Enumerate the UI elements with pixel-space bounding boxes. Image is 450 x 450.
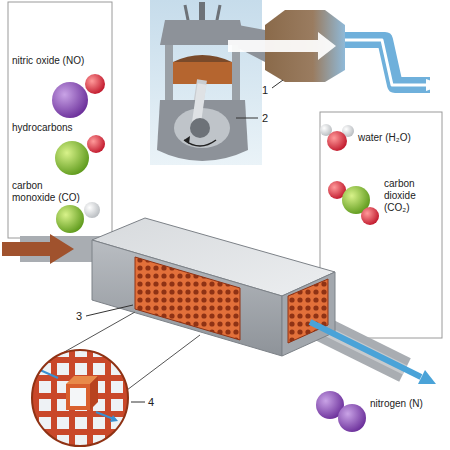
gas-label: nitric oxide (NO) — [12, 55, 106, 67]
gas-label: nitrogen (N) — [370, 398, 423, 410]
callout-number: 4 — [148, 396, 154, 408]
gas-label: carbon dioxide (CO₂) — [384, 178, 438, 214]
input-molecules — [52, 74, 105, 233]
gas-label: hydrocarbons — [12, 122, 106, 134]
callout-number: 2 — [262, 112, 268, 124]
gas-label: carbon monoxide (CO) — [12, 180, 88, 204]
exhaust-line — [228, 10, 443, 91]
engine-cylinder — [150, 0, 265, 165]
gas-label: water (H₂O) — [358, 132, 438, 144]
leader-lines — [86, 80, 283, 402]
callout-number: 1 — [262, 84, 268, 96]
honeycomb-magnifier — [30, 312, 200, 448]
gas-panel: nitric oxide (NO) hydrocarbons carbon mono… — [8, 2, 112, 238]
callout-number: 3 — [76, 310, 82, 322]
nitrogen-molecule — [316, 391, 366, 432]
converter-body — [92, 218, 436, 384]
gas-panel: water (H₂O) carbon dioxide (CO₂) — [320, 112, 442, 338]
